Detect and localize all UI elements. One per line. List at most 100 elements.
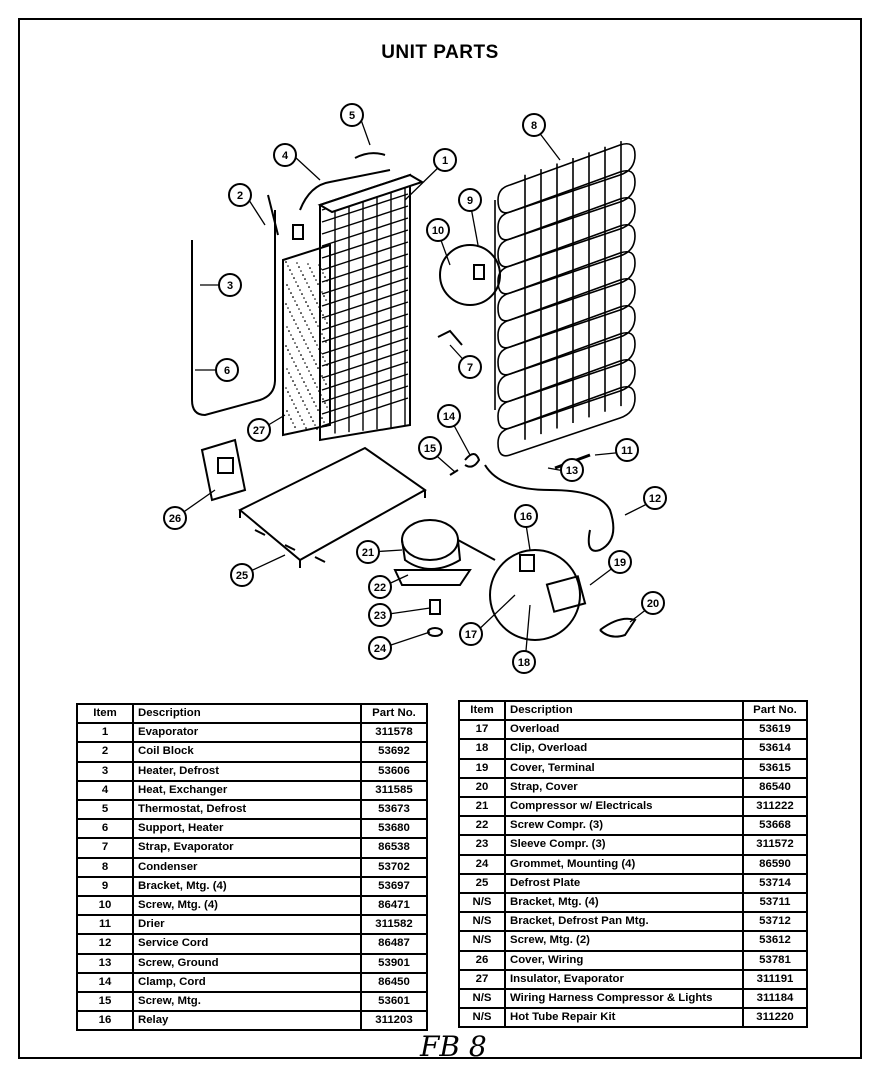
item-cell: 5	[76, 799, 134, 821]
callout-label: 15	[424, 443, 436, 455]
item-cell: 4	[76, 779, 134, 802]
callout-3: 3	[218, 273, 242, 297]
part-no-cell: 53692	[360, 741, 428, 763]
callout-1: 1	[433, 148, 457, 172]
callout-label: 26	[169, 513, 181, 525]
description-cell: Clip, Overload	[504, 738, 744, 760]
col-description-header: Description	[132, 702, 362, 725]
callout-21: 21	[356, 540, 380, 564]
item-cell: 22	[458, 815, 506, 837]
item-cell: 8	[76, 856, 134, 878]
callout-8: 8	[522, 113, 546, 137]
col-part-no-header: Part No.	[360, 702, 428, 725]
description-cell: Thermostat, Defrost	[132, 799, 362, 821]
callout-27: 27	[247, 418, 271, 442]
callout-23: 23	[368, 603, 392, 627]
description-cell: Bracket, Defrost Pan Mtg.	[504, 911, 744, 933]
description-cell: Drier	[132, 914, 362, 936]
part-no-cell: 53680	[360, 818, 428, 840]
col-part-no-header: Part No.	[742, 699, 808, 722]
callout-label: 16	[520, 511, 532, 523]
part-no-cell: 86471	[360, 895, 428, 917]
item-cell: N/S	[458, 1007, 506, 1029]
evaporator-drawing	[317, 173, 425, 442]
description-cell: Screw, Mtg. (2)	[504, 930, 744, 952]
description-cell: Strap, Cover	[504, 776, 744, 799]
description-cell: Cover, Wiring	[504, 949, 744, 971]
callout-5: 5	[340, 103, 364, 127]
description-cell: Sleeve Compr. (3)	[504, 834, 744, 856]
part-no-cell: 311191	[742, 968, 808, 991]
part-no-cell: 311222	[742, 796, 808, 818]
part-no-cell: 53619	[742, 719, 808, 741]
item-cell: 18	[458, 738, 506, 760]
callout-label: 4	[282, 150, 289, 162]
callout-24: 24	[368, 636, 392, 660]
col-item-header: Item	[76, 702, 134, 725]
callout-12: 12	[643, 486, 667, 510]
item-cell: 10	[76, 895, 134, 917]
callout-label: 2	[237, 190, 243, 202]
callout-label: 9	[467, 195, 473, 207]
description-cell: Condenser	[132, 856, 362, 878]
callout-label: 14	[443, 411, 456, 423]
part-no-cell: 311585	[360, 779, 428, 802]
item-cell: 13	[76, 952, 134, 974]
part-no-cell: 86487	[360, 933, 428, 955]
callout-label: 7	[467, 362, 473, 374]
item-cell: 9	[76, 875, 134, 898]
callout-label: 1	[442, 155, 448, 167]
description-cell: Heat, Exchanger	[132, 779, 362, 802]
description-cell: Overload	[504, 719, 744, 741]
part-no-cell: 53614	[742, 738, 808, 760]
description-cell: Support, Heater	[132, 818, 362, 840]
item-cell: 27	[458, 968, 506, 991]
item-cell: 23	[458, 834, 506, 856]
part-no-cell: 311578	[360, 722, 428, 744]
callout-15: 15	[418, 436, 442, 460]
callout-label: 12	[649, 493, 661, 505]
callout-10: 10	[426, 218, 450, 242]
item-cell: 12	[76, 933, 134, 955]
part-no-cell: 53697	[360, 875, 428, 898]
part-no-cell: 86538	[360, 837, 428, 859]
part-no-cell: 53673	[360, 799, 428, 821]
item-cell: N/S	[458, 988, 506, 1010]
item-cell: 6	[76, 818, 134, 840]
callout-label: 10	[432, 225, 444, 237]
part-no-cell: 53901	[360, 952, 428, 974]
part-no-cell: 53668	[742, 815, 808, 837]
part-no-cell: 86540	[742, 776, 808, 799]
callout-label: 18	[518, 657, 530, 669]
part-no-cell: 53714	[742, 872, 808, 895]
callout-16: 16	[514, 504, 538, 528]
condenser-drawing	[494, 141, 636, 457]
item-cell: 1	[76, 722, 134, 744]
callout-19: 19	[608, 550, 632, 574]
item-cell: N/S	[458, 892, 506, 914]
description-cell: Clamp, Cord	[132, 971, 362, 994]
callout-9: 9	[458, 188, 482, 212]
description-cell: Defrost Plate	[504, 872, 744, 895]
callout-18: 18	[512, 650, 536, 674]
description-cell: Insulator, Evaporator	[504, 968, 744, 991]
callout-26: 26	[163, 506, 187, 530]
